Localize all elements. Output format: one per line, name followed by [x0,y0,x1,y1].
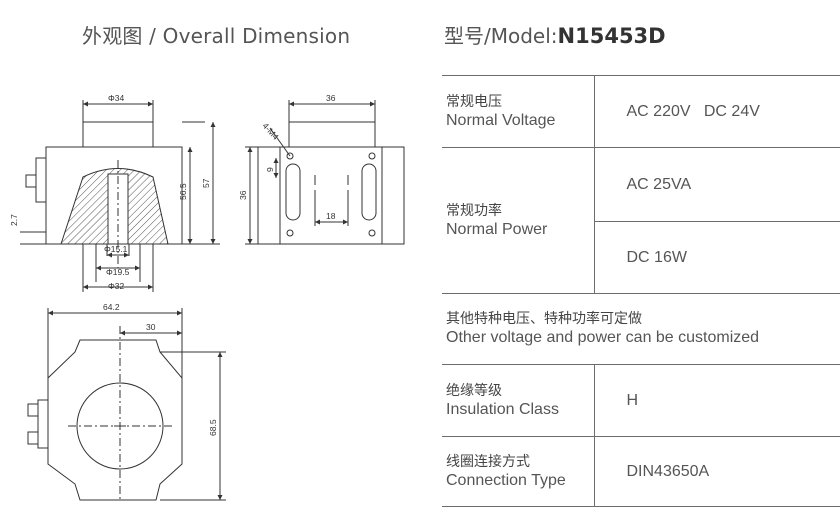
side-screw-br [368,229,376,237]
dim-height-inner: 56.5 [178,183,188,200]
other-label-en: Other voltage and power can be customize… [446,329,760,346]
dim-top-diameter: Φ34 [108,93,125,103]
overall-dimension-title: 外观图 / Overall Dimension [82,24,351,48]
power-label-en: Normal Power [446,220,548,238]
voltage-label-cn: 常规电压 [446,93,502,110]
front-terminal [25,174,37,188]
spec-row-insulation: 绝缘等级 Insulation Class H [442,364,840,437]
insulation-label-en: Insulation Class [446,400,559,418]
dim-d1: Φ15.1 [104,244,128,254]
spec-row-power-ac: 常规功率 Normal Power AC 25VA [442,147,840,294]
bottom-circle [76,382,164,470]
bottom-connector [37,399,48,449]
dim-bottom-height: 68.5 [208,419,218,436]
dim-height-outer: 57 [201,178,211,188]
front-connector [35,157,46,203]
model-prefix: 型号/Model: [444,24,558,48]
spec-table: 常规电压 Normal Voltage AC 220V DC 24V 常规功率 … [442,75,840,507]
power-value-dc: DC 16W [626,248,687,266]
bottom-terminal-1 [27,403,39,417]
dim-d3: Φ32 [108,281,125,291]
power-label-cn: 常规功率 [446,202,502,219]
insulation-value: H [626,391,639,409]
insulation-label-cn: 绝缘等级 [446,382,502,399]
model-code: N15453D [557,24,666,48]
dim-bottom-center: 30 [146,322,156,332]
connection-label-cn: 线圈连接方式 [446,453,530,470]
other-label-cn: 其他特种电压、特种功率可定做 [446,311,642,327]
power-value-ac: AC 25VA [626,175,692,193]
connection-label-en: Connection Type [446,471,566,489]
dim-side-spacing: 18 [326,211,336,221]
side-view [245,100,405,245]
side-screw-tl [286,152,294,160]
side-screw-tr [368,152,376,160]
side-flange [279,146,383,245]
spec-row-other: 其他特种电压、特种功率可定做 Other voltage and power c… [442,294,840,365]
side-top-cap [288,121,376,148]
front-view [20,100,220,292]
dim-side-width: 36 [326,93,336,103]
spec-row-connection: 线圈连接方式 Connection Type DIN43650A [442,436,840,507]
spec-row-voltage: 常规电压 Normal Voltage AC 220V DC 24V [442,75,840,148]
dim-d2: Φ19.5 [106,267,130,277]
dimension-drawing: Φ34 56.5 57 2.7 Φ15.1 Φ19.5 Φ32 36 4-M4 … [9,93,405,501]
side-slot-left [285,163,301,221]
dim-side-height: 36 [238,190,248,200]
spec-row-power-dc: DC 16W [442,221,840,294]
dim-bottom-width: 64.2 [103,302,120,312]
model-title: 型号/Model:N15453D [444,20,666,49]
connection-value: DIN43650A [626,462,710,480]
bottom-outline [47,339,183,501]
bottom-terminal-2 [27,431,39,445]
dim-left-offset: 2.7 [9,214,19,226]
voltage-label-en: Normal Voltage [446,111,556,129]
voltage-value: AC 220V DC 24V [626,102,760,120]
front-top-cap [82,121,154,148]
side-slot-right [361,163,377,221]
bottom-view [27,308,226,501]
dim-side-gap: 9 [265,167,275,172]
side-screw-bl [286,229,294,237]
